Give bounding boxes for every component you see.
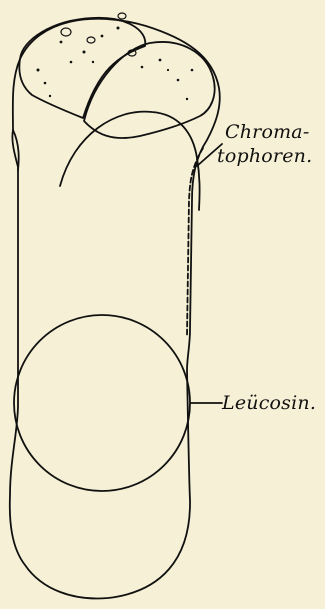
chromatophore-band — [187, 148, 203, 335]
leucosin-label: Leücosin. — [222, 392, 316, 415]
chromatophoren-label-line-1: Chroma- — [225, 121, 309, 144]
leucosin-ball — [14, 315, 190, 491]
chromatophore-left — [19, 18, 145, 118]
chromatophoren-label-line-2: tophoren. — [217, 145, 312, 168]
inner-protoplast-arc — [60, 112, 200, 210]
